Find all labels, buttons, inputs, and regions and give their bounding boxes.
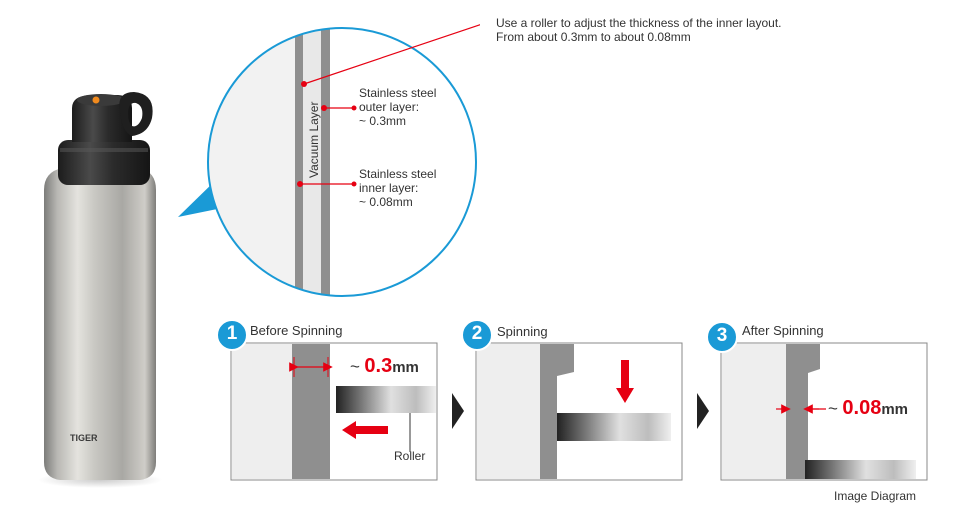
brand-logo: TIGER <box>70 433 98 443</box>
step3-tilde: ~ <box>828 399 838 418</box>
inner-layer-line2: inner layer: <box>359 181 419 195</box>
step2-panel <box>475 342 683 481</box>
step3-panel <box>720 342 928 481</box>
next-arrow-icon <box>452 393 464 429</box>
step2-number: 2 <box>471 323 483 344</box>
step3-unit: mm <box>881 401 909 418</box>
vacuum-layer-label: Vacuum Layer <box>307 102 321 178</box>
step2-title: Spinning <box>497 324 548 339</box>
steps-illustration <box>216 319 928 481</box>
inner-layer-line3: ~ 0.08mm <box>359 195 413 209</box>
vacuum-layer <box>303 28 321 296</box>
orange-button-icon <box>92 96 100 104</box>
callout-line2: From about 0.3mm to about 0.08mm <box>496 30 691 44</box>
outer-layer-annotation: Stainless steel outer layer: ~ 0.3mm <box>359 86 436 128</box>
roller-callout: Use a roller to adjust the thickness of … <box>496 16 782 44</box>
step1-panel <box>230 342 438 481</box>
bottle-loop <box>119 92 153 136</box>
outer-steel-layer <box>295 28 303 296</box>
outer-layer-line2: outer layer: <box>359 100 420 114</box>
step1-measurement: ~ 0.3mm <box>350 355 419 378</box>
step3-title: After Spinning <box>742 323 824 338</box>
magnifier-illustration: Vacuum Layer <box>178 24 480 297</box>
step1-value: 0.3 <box>364 355 393 377</box>
step3-wall <box>786 344 820 479</box>
step3-badge <box>706 321 738 353</box>
image-caption: Image Diagram <box>834 489 917 503</box>
roller-label: Roller <box>394 449 426 463</box>
callout-line1: Use a roller to adjust the thickness of … <box>496 16 782 30</box>
step1-title: Before Spinning <box>250 323 343 338</box>
step2-roller <box>557 413 671 441</box>
outer-layer-line3: ~ 0.3mm <box>359 114 407 128</box>
step1-left-arrow-icon <box>342 421 388 439</box>
inner-layer-line1: Stainless steel <box>359 167 437 181</box>
step1-badge <box>216 319 248 351</box>
bottle-collar <box>58 140 150 185</box>
step3-measurement: ~ 0.08mm <box>828 397 908 420</box>
step1-tilde: ~ <box>350 357 360 376</box>
outer-layer-line1: Stainless steel <box>359 86 437 100</box>
step3-number: 3 <box>716 325 728 346</box>
inner-steel-layer <box>321 28 330 296</box>
step2-down-arrow-icon <box>616 360 634 403</box>
step1-roller <box>336 386 436 413</box>
step1-number: 1 <box>226 323 238 344</box>
bottle-illustration: TIGER <box>38 92 162 488</box>
next-arrow-icon <box>697 393 709 429</box>
bottle-cap <box>72 95 132 142</box>
step3-value: 0.08 <box>842 397 882 419</box>
step2-wall <box>540 344 574 479</box>
step1-wall <box>292 344 330 479</box>
inner-layer-annotation: Stainless steel inner layer: ~ 0.08mm <box>359 167 436 209</box>
step2-badge <box>461 319 493 351</box>
bottle-body <box>44 168 156 480</box>
step1-unit: mm <box>392 359 419 376</box>
step3-roller <box>805 460 916 479</box>
